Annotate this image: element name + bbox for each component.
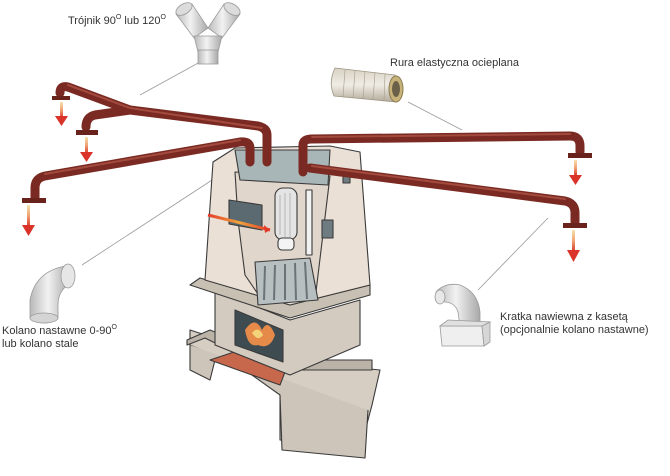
- adjustable-elbow-icon: [29, 263, 76, 324]
- label-elbow-line1: Kolano nastawne 0-90O: [2, 321, 117, 338]
- label-elbow: Kolano nastawne 0-90O lub kolano stale: [2, 321, 117, 351]
- fan-base: [277, 237, 295, 251]
- label-elbow-line2: lub kolano stale: [2, 338, 79, 350]
- fire-flames-core: [252, 329, 263, 339]
- label-grille-line1: Kratka nawiewna z kasetą: [500, 311, 628, 323]
- supply-grille-cassette-icon: [434, 283, 492, 347]
- insulated-flexible-duct-icon: [330, 67, 404, 103]
- exchanger-fins: [263, 261, 308, 301]
- outlet-flange: [76, 130, 98, 135]
- airflow-arrow-icon: [567, 230, 580, 262]
- duct-left-lower: [30, 137, 255, 203]
- support-post: [305, 189, 313, 256]
- airflow-arrow-icon: [22, 205, 35, 236]
- fan-ribs: [279, 193, 291, 237]
- degree-mark: O: [115, 14, 122, 21]
- flex-duct-ribs: [342, 69, 386, 102]
- degree-mark: O: [160, 14, 166, 21]
- leader-line-elbow: [81, 164, 236, 266]
- label-tee-text-2: lub 120: [121, 15, 161, 27]
- outlet-flange: [22, 198, 46, 203]
- degree-mark: O: [111, 324, 117, 331]
- fireplace-illustration: [186, 145, 381, 459]
- side-vent: [321, 219, 334, 239]
- firebox-block: [214, 289, 361, 376]
- heat-exchanger: [254, 257, 319, 306]
- label-tee-text: Trójnik 90: [68, 15, 116, 27]
- airflow-arrow-icon: [80, 137, 93, 162]
- airflow-arrow-icon: [55, 102, 68, 126]
- outlet-flanges: [22, 96, 592, 228]
- heat-flow-arrowhead: [264, 225, 270, 233]
- outlet-flange: [568, 153, 592, 158]
- leader-line-flex-pipe: [407, 101, 463, 131]
- label-grille-line2: (opcjonalnie kolano nastawne): [500, 324, 649, 336]
- leader-line-grille: [477, 217, 549, 291]
- blower-fan: [274, 187, 298, 241]
- y-tee-fitting-icon: [175, 2, 241, 65]
- duct-right-lower: [305, 163, 580, 227]
- outlet-flange: [563, 223, 587, 228]
- label-elbow-text: Kolano nastawne 0-90: [2, 325, 112, 337]
- leader-lines: [81, 61, 549, 291]
- leader-line-tee: [139, 61, 201, 96]
- duct-left-branch: [81, 105, 135, 132]
- heat-flow-arrow: [207, 213, 271, 232]
- airflow-arrows: [22, 102, 582, 262]
- airflow-arrow-icon: [569, 160, 582, 185]
- label-tee: Trójnik 90O lub 120O: [68, 11, 166, 28]
- label-flex-pipe: Rura elastyczna ocieplana: [390, 57, 520, 69]
- outlet-flange: [52, 96, 70, 100]
- label-grille: Kratka nawiewna z kasetą (opcjonalnie ko…: [500, 311, 649, 337]
- duct-right-upper: [298, 131, 585, 177]
- duct-highlights: [44, 84, 571, 200]
